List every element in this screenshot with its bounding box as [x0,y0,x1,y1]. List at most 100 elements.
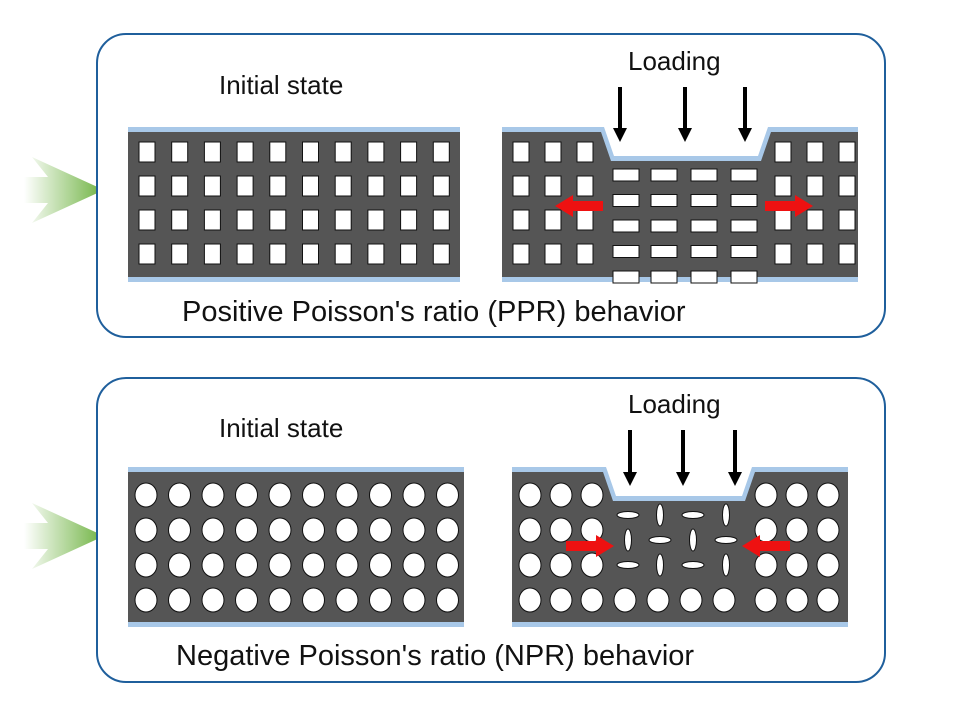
ppr-initial-pore [367,209,385,231]
npr-deformed-pore [679,587,703,613]
ppr-initial-pore [203,209,221,231]
npr-deformed-pore [785,482,809,508]
npr-deformed-pore [754,552,778,578]
ppr-initial-pore [269,141,287,163]
npr-collapsed-pore [689,528,697,552]
ppr-load-arrow-icon [613,128,627,142]
ppr-flattened-pore [730,245,758,258]
ppr-deformed-pore [544,141,562,163]
npr-collapsed-pore [681,561,705,569]
ppr-initial-pore [236,141,254,163]
ppr-flattened-pore [650,245,678,258]
npr-initial-pore [168,587,191,613]
ppr-initial-pore [171,209,189,231]
ppr-deformed-pore [512,175,530,197]
ppr-initial-pore [432,175,450,197]
ppr-flattened-pore [690,194,718,207]
npr-initial-pore [402,482,426,508]
npr-deformed-pore [518,517,542,543]
npr-initial-pore [302,587,325,613]
ppr-deformed-pore [512,243,530,265]
npr-initial-pore [335,517,359,543]
npr-deformed-pore [549,517,573,543]
ppr-deformed-pore [576,141,594,163]
ppr-deformed-pore [838,209,856,231]
npr-load-arrow-icon [623,472,637,486]
npr-deformed-pore [580,552,604,578]
ppr-deformed-pore [576,243,594,265]
npr-deformed-pore [549,552,573,578]
npr-initial-pore [134,482,158,508]
ppr-flattened-pore [690,270,718,284]
npr-initial-pore [235,587,258,613]
npr-initial-pore [235,517,258,543]
npr-initial-pore [402,552,426,578]
npr-collapsed-pore [616,561,640,569]
npr-initial-pore [369,552,392,578]
npr-initial-pore [168,482,191,508]
ppr-flattened-pore [612,194,640,207]
npr-deformed-pore [754,482,778,508]
ppr-initial-pore [400,243,418,265]
ppr-flattened-pore [612,270,640,284]
npr-initial-pore [235,482,258,508]
npr-entry-arrow-icon [24,503,104,569]
ppr-initial-pore [400,175,418,197]
ppr-initial-pore [138,141,156,163]
npr-deformed-pore [580,587,604,613]
ppr-loading-label: Loading [628,46,721,76]
ppr-flattened-pore [730,270,758,284]
ppr-initial-pore [203,175,221,197]
ppr-entry-arrow-icon [24,157,104,223]
ppr-deformed-pore [774,141,792,163]
npr-deformed-pore [549,482,573,508]
ppr-flattened-pore [690,245,718,258]
npr-deformed-pore [549,587,573,613]
npr-deformed-pore [754,587,778,613]
npr-initial-pore [134,552,158,578]
npr-initial-state-label: Initial state [219,413,344,443]
npr-initial-pore [268,482,292,508]
npr-collapsed-pore [681,511,705,519]
ppr-caption: Positive Poisson's ratio (PPR) behavior [182,296,686,328]
npr-initial-pore [436,482,459,508]
npr-initial-pore [436,517,459,543]
npr-initial-pore [369,587,392,613]
ppr-initial-pore [334,243,352,265]
npr-collapsed-pore [714,536,738,544]
ppr-deformed-pore [576,175,594,197]
ppr-initial-pore [302,209,319,231]
ppr-initial-state-label: Initial state [219,70,344,100]
npr-deformed-pore [816,482,840,508]
ppr-deformed-pore [838,175,856,197]
npr-collapsed-pore [648,536,672,544]
ppr-flattened-pore [690,168,718,182]
npr-initial-pore [302,482,325,508]
npr-initial-pore [201,552,225,578]
ppr-deformed-pore [806,141,824,163]
ppr-deformed-pore [774,243,792,265]
npr-initial-pore [168,552,191,578]
ppr-flattened-pore [650,219,678,233]
npr-deformed-pore [712,587,736,613]
npr-collapsed-pore [722,503,730,527]
ppr-expansion-arrow-right-icon [765,195,813,217]
ppr-initial-pore [367,243,385,265]
ppr-initial-pore [302,175,319,197]
ppr-initial-pore [171,175,189,197]
npr-initial-pore [134,517,158,543]
npr-loading-label: Loading [628,389,721,419]
npr-deformed-pore [646,587,670,613]
npr-initial-pore [402,517,426,543]
ppr-flattened-pore [612,219,640,233]
npr-deformed-pore [785,587,809,613]
ppr-initial-pore [269,175,287,197]
npr-deformed-pore [785,552,809,578]
ppr-initial-pore [432,243,450,265]
npr-load-arrow-icon [728,472,742,486]
npr-caption: Negative Poisson's ratio (NPR) behavior [176,640,695,672]
npr-initial-pore [369,482,392,508]
npr-initial-pore [436,552,459,578]
ppr-initial-pore [236,209,254,231]
ppr-initial-pore [302,141,319,163]
